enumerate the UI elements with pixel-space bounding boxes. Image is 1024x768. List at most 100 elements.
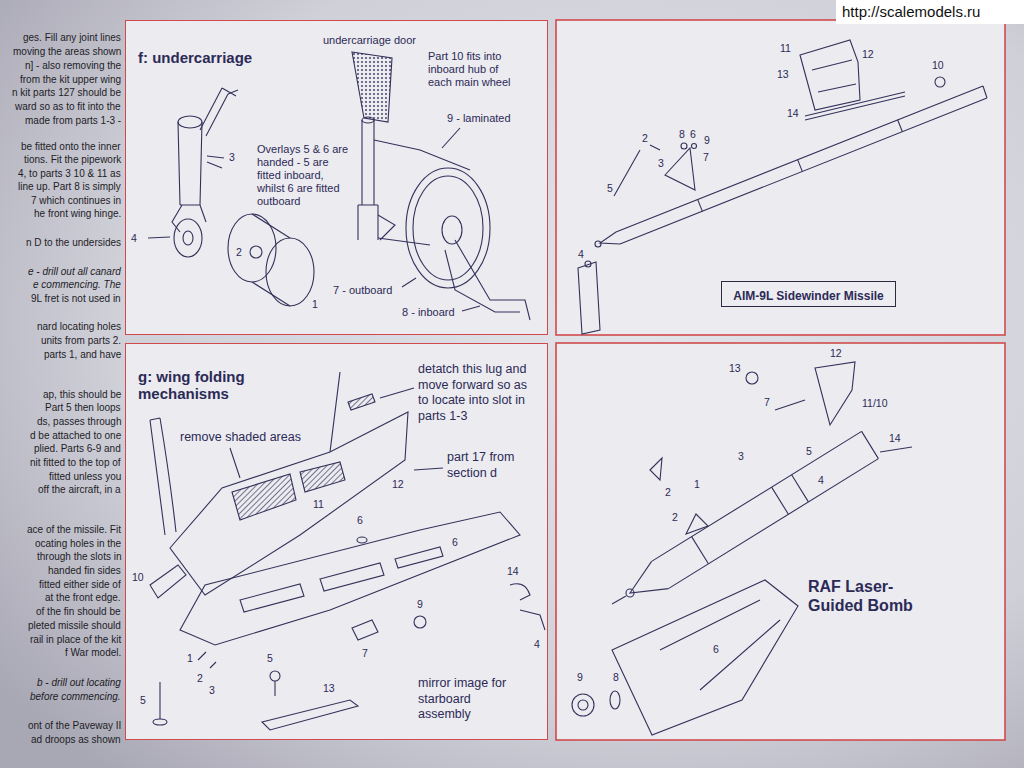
callout-number: 9 — [417, 598, 423, 611]
main-gear-drawing-part — [406, 168, 490, 288]
callout-number: 8 — [613, 671, 619, 684]
callout-number: 10 — [132, 571, 144, 584]
callout-number: 4 — [131, 232, 137, 245]
callout-number: 12 — [830, 347, 842, 360]
sidewinder-drawing-part — [616, 86, 987, 244]
bomb-drawing-part — [746, 372, 758, 384]
bomb-drawing-part — [660, 600, 780, 690]
instruction-text: made from parts 1-3 - — [25, 115, 121, 127]
main-gear-drawing-part — [378, 238, 430, 245]
main-gear-drawing-part — [413, 176, 483, 280]
wing-fold-drawing-part — [159, 682, 160, 719]
assembly-note: 9 - laminated — [447, 112, 511, 125]
callout-number: 13 — [777, 68, 789, 81]
wing-fold-drawing-part — [150, 565, 186, 598]
instruction-text: plied. Parts 6-9 and — [34, 443, 121, 455]
bomb-drawing-part — [572, 694, 594, 716]
instruction-text: ad droops as shown — [31, 734, 121, 746]
callout-number: 3 — [738, 450, 744, 463]
callout-number: 8 — [679, 128, 685, 141]
callout-number: 2 — [665, 486, 671, 499]
callout-number: 5 — [806, 445, 812, 458]
instruction-text: fitted either side of — [39, 579, 121, 591]
callout-number: 11 — [780, 42, 791, 55]
section-heading: f: undercarriage — [138, 49, 252, 66]
instruction-text: before commencing. — [30, 691, 121, 703]
callout-number: 14 — [889, 432, 901, 445]
wing-fold-drawing-part — [262, 700, 358, 730]
wing-fold-drawing-part — [380, 388, 414, 398]
callout-number: 3 — [658, 157, 664, 170]
callout-number: 3 — [209, 684, 215, 697]
main-gear-drawing-part — [445, 250, 520, 312]
bomb-drawing-part — [652, 431, 879, 588]
watermark-ground — [836, 0, 1024, 24]
main-gear-drawing-part — [378, 215, 395, 240]
assembly-note: 7 - outboard — [333, 284, 392, 297]
main-gear-drawing-part — [362, 120, 374, 205]
instruction-text: at the front edge. — [45, 592, 121, 604]
main-gear-drawing-part — [358, 205, 378, 240]
sidewinder-drawing-part — [681, 143, 687, 149]
bomb-drawing-part — [626, 589, 634, 597]
weapon-title: RAF Laser-Guided Bomb — [808, 577, 923, 615]
callout-number: 2 — [672, 511, 678, 524]
callout-number: 4 — [578, 248, 584, 261]
callout-number: 6 — [690, 128, 696, 141]
callout-number: 7 — [362, 647, 368, 660]
instruction-text: 4, to parts 3 10 & 11 as — [18, 168, 121, 180]
nose-gear-drawing-part — [178, 116, 202, 128]
instruction-text: n kit parts 127 should be — [12, 87, 121, 99]
main-gear-drawing-part — [352, 52, 392, 122]
callout-number: 7 — [764, 396, 770, 409]
callout-number: 4 — [534, 638, 540, 651]
nose-gear-drawing-part — [200, 88, 238, 136]
instruction-text: ward so as to fit into the — [15, 101, 121, 113]
instruction-text: 9L fret is not used in — [31, 293, 121, 305]
sidewinder-drawing-part — [805, 92, 905, 120]
instruction-text: rail in place of the kit — [30, 634, 121, 646]
assembly-note: Part 10 fits into inboard hub of each ma… — [428, 50, 522, 89]
missile-panel — [556, 20, 1005, 335]
instruction-text: parts 1, and have — [44, 349, 121, 361]
main-gear-drawing — [352, 52, 530, 320]
bomb-drawing-part — [630, 561, 668, 593]
wing-fold-drawing-part — [153, 719, 167, 725]
wing-fold-drawing-part — [150, 418, 176, 535]
wing-fold-drawing-part — [300, 462, 345, 492]
main-gear-drawing-part — [442, 128, 460, 148]
missile-name-box: AIM-9L Sidewinder Missile — [721, 281, 896, 307]
tyre-drawing — [228, 214, 314, 306]
nose-gear-drawing-part — [183, 231, 193, 245]
bomb-drawing-part — [686, 514, 708, 534]
nose-gear-drawing-part — [174, 219, 202, 257]
nose-gear-drawing — [148, 88, 238, 257]
assembly-note: 8 - inboard — [402, 306, 455, 319]
instruction-text: from the kit upper wing — [20, 74, 121, 86]
callout-number: 3 — [229, 151, 235, 164]
wing-fold-drawing-part — [348, 394, 375, 410]
instruction-text: n] - also removing the — [25, 60, 121, 72]
sidewinder-drawing-part — [614, 145, 660, 196]
watermark: http://scalemodels.ru — [842, 3, 980, 21]
callout-number: 9 — [577, 671, 583, 684]
wing-fold-drawing-part — [230, 448, 240, 478]
bomb-drawing — [572, 362, 912, 735]
instruction-text: n D to the undersides — [26, 237, 121, 249]
instruction-text: b - drill out locating — [37, 677, 121, 689]
instruction-text: off the aircraft, in a — [38, 484, 121, 496]
bomb-drawing-part — [815, 362, 855, 425]
callout-number: 7 — [703, 151, 709, 164]
callout-number: 2 — [642, 132, 648, 145]
instruction-text: ocating holes in the — [35, 538, 121, 550]
instruction-text: Part 5 then loops — [45, 402, 121, 414]
instruction-text: fitted unless you — [49, 471, 121, 483]
sidewinder-drawing-part — [800, 40, 860, 110]
callout-number: 5 — [267, 652, 273, 665]
callout-number: 2 — [236, 246, 242, 259]
wing-fold-drawing-part — [357, 537, 367, 543]
wing-fold-drawing-part — [270, 671, 280, 681]
sidewinder-drawing-part — [585, 261, 591, 267]
bomb-drawing-part — [650, 458, 662, 480]
